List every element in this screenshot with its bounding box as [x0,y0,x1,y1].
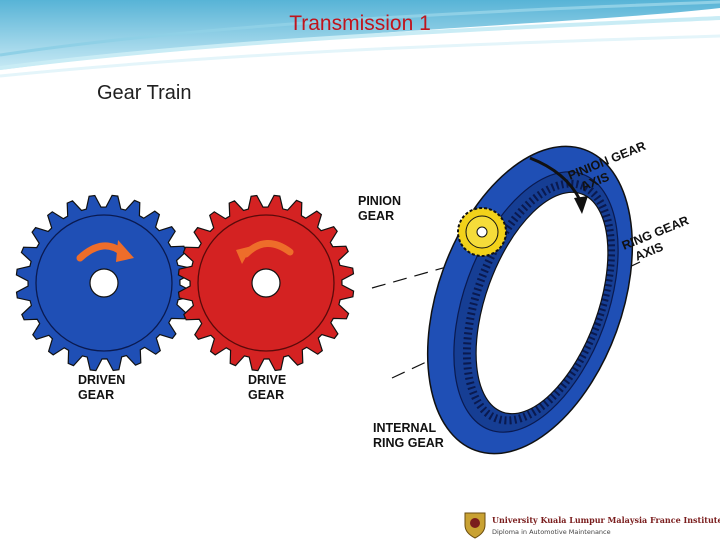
pinion-gear-icon [457,207,507,257]
internal-ring-gear-icon [371,145,641,455]
footer-institution: University Kuala Lumpur Malaysia France … [492,515,720,525]
driven-gear-icon [15,194,193,372]
pinion-gear-label: PINION GEAR [358,194,405,223]
driven-gear-label: DRIVEN GEAR [78,373,129,402]
university-crest-icon [464,512,486,539]
drive-gear-label: DRIVE GEAR [248,373,290,402]
footer-program: Diploma in Automotive Maintenance [492,528,611,536]
slide-subtitle: Gear Train [97,82,192,104]
slide-title: Transmission 1 [289,12,431,35]
drive-gear-icon [177,194,355,372]
internal-ring-gear-label: INTERNAL RING GEAR [373,421,444,450]
rotation-arrow-icon [242,240,294,258]
